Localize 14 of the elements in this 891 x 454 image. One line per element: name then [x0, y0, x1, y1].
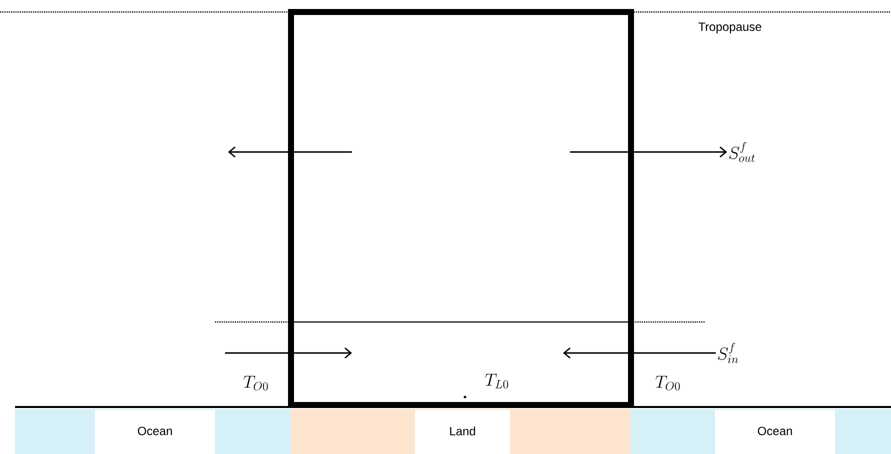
temperature-label: $T_{O0}$: [656, 376, 680, 390]
ocean-strip: Ocean: [15, 409, 291, 454]
flux-label: $S^{f}_{in}$: [718, 342, 738, 364]
flux-arrow: [570, 146, 728, 158]
tropopause-label: Tropopause: [698, 22, 762, 34]
temperature-label: $T_{L0}$: [464, 374, 508, 398]
ocean-strip: Ocean: [631, 409, 891, 454]
land-strip: Land: [291, 409, 631, 454]
flux-label: $S^{f}_{out}$: [729, 142, 755, 162]
temperature-label: $T_{O0}$: [244, 376, 268, 390]
flux-arrow: [225, 347, 352, 359]
flux-arrow: [563, 347, 716, 359]
flux-arrow: [228, 146, 352, 158]
atmospheric-column-box: [288, 9, 634, 408]
